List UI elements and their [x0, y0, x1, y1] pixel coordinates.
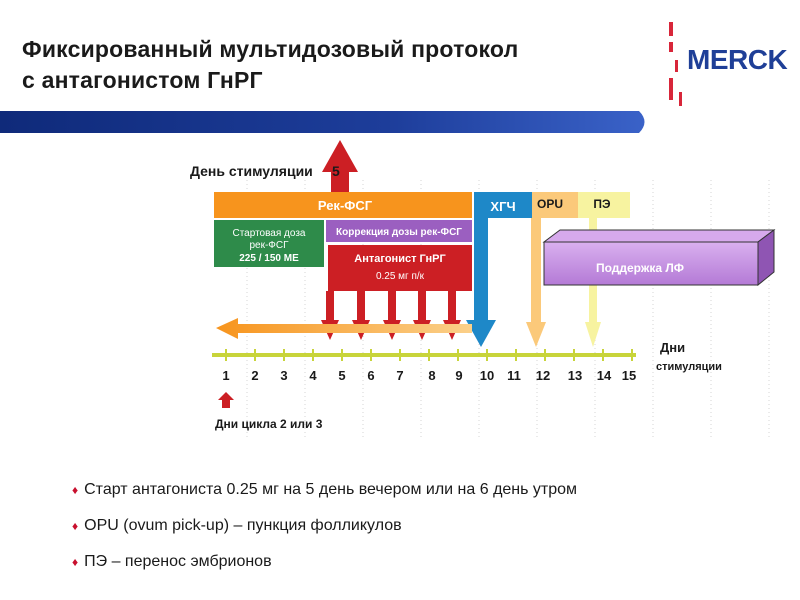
diamond-bullet-icon: ♦ [72, 519, 79, 533]
diamond-bullet-icon: ♦ [72, 483, 79, 497]
stim-day-number: 5 [332, 163, 340, 179]
merck-logo: MERCK [665, 20, 790, 108]
diamond-bullet-icon: ♦ [72, 555, 79, 569]
opu-arrow-head [526, 322, 546, 347]
pe-arrow-head [585, 322, 601, 347]
day-number: 15 [622, 368, 636, 383]
pe-label: ПЭ [593, 197, 611, 211]
logo-text: MERCK [687, 44, 788, 75]
hcg-arrow-head [466, 320, 496, 347]
title-banner [0, 111, 645, 133]
cycle-day-arrow [218, 392, 234, 408]
hcg-bar [474, 192, 532, 218]
title-line-1: Фиксированный мультидозовый протокол [22, 36, 519, 62]
start-dose-line-1: Стартовая доза [232, 228, 305, 239]
day-number: 12 [536, 368, 550, 383]
bullet-text: OPU (ovum pick-up) – пункция фолликулов [84, 517, 402, 534]
start-dose-line-3: 225 / 150 МЕ [239, 253, 299, 264]
hcg-arrow-shaft [474, 218, 488, 320]
guide-lines [246, 180, 770, 440]
days-label-line-1: Дни [660, 340, 685, 355]
antagonist-label: Антагонист ГнРГ [354, 253, 446, 265]
rec-fsh-label: Рек-ФСГ [318, 198, 373, 213]
bullet-item: ♦ Старт антагониста 0.25 мг на 5 день ве… [72, 472, 577, 508]
lf-support-box: Поддержка ЛФ [542, 229, 776, 287]
day-number: 1 [222, 368, 229, 383]
title-line-2: с антагонистом ГнРГ [22, 67, 263, 93]
dose-correction-bar [326, 220, 472, 242]
lf-support-label: Поддержка ЛФ [596, 261, 684, 275]
day-number: 11 [507, 368, 521, 383]
opu-label: OPU [537, 197, 563, 211]
fsh-duration-arrow [216, 318, 472, 339]
bullet-text: ПЭ – перенос эмбрионов [84, 553, 272, 570]
pe-bar [578, 192, 630, 218]
start-dose-box [214, 220, 324, 267]
day-number: 6 [367, 368, 374, 383]
day-numbers: 1 2 3 4 5 6 7 8 9 10 11 12 13 14 15 [222, 368, 636, 383]
opu-arrow-shaft [531, 218, 541, 322]
hcg-label: ХГЧ [490, 199, 515, 214]
days-label-line-2: стимуляции [656, 361, 722, 373]
day-number: 13 [568, 368, 582, 383]
bullet-text: Старт антагониста 0.25 мг на 5 день вече… [84, 481, 578, 498]
opu-bar [532, 192, 578, 218]
antagonist-box [328, 245, 472, 291]
day-number: 14 [597, 368, 612, 383]
antagonist-dose: 0.25 мг п/к [376, 271, 425, 282]
cycle-days-label: Дни цикла 2 или 3 [215, 417, 323, 431]
day-number: 2 [251, 368, 258, 383]
day-number: 4 [309, 368, 317, 383]
stim-day-label: День стимуляции [190, 163, 313, 179]
day-number: 7 [396, 368, 403, 383]
day-number: 9 [455, 368, 462, 383]
day-number: 10 [480, 368, 494, 383]
page-title: Фиксированный мультидозовый протокол с а… [22, 34, 518, 96]
bullet-item: ♦ OPU (ovum pick-up) – пункция фолликуло… [72, 508, 577, 544]
day-number: 8 [428, 368, 435, 383]
timeline [212, 349, 636, 361]
stim-day-arrow [322, 140, 358, 192]
bullet-list: ♦ Старт антагониста 0.25 мг на 5 день ве… [72, 472, 577, 580]
day-number: 5 [338, 368, 345, 383]
bullet-item: ♦ ПЭ – перенос эмбрионов [72, 544, 577, 580]
dose-correction-label: Коррекция дозы рек-ФСГ [336, 227, 462, 238]
rec-fsh-bar [214, 192, 472, 218]
day-number: 3 [280, 368, 287, 383]
start-dose-line-2: рек-ФСГ [249, 240, 289, 251]
